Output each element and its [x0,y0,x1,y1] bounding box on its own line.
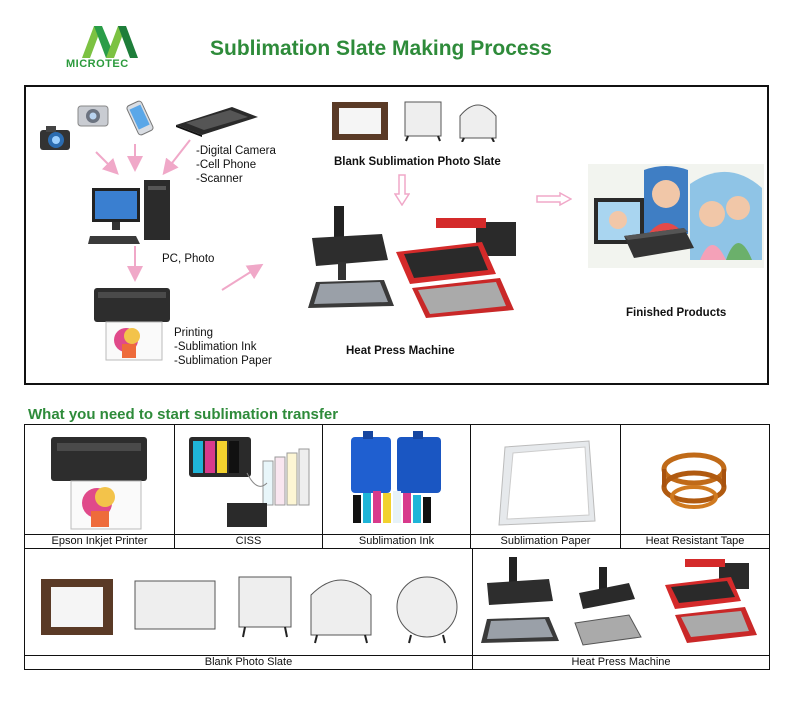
finished-products-image [588,164,764,268]
blank-slate-square-icon [404,101,442,142]
heat-press-swing-icon [396,218,516,318]
process-arrows [95,139,264,291]
device-label-phone: -Cell Phone [196,159,257,171]
printing-label: Printing [174,327,213,339]
needs-section-title: What you need to start sublimation trans… [28,406,339,423]
microtec-logo [82,26,138,58]
blank-slate-frame-icon [332,102,388,140]
caption-press: Heat Press Machine [473,655,769,669]
needs-cell-press: Heat Press Machine [473,549,769,669]
logo-text: MICROTEC [66,58,129,70]
needs-cell-slates: Blank Photo Slate [25,549,473,669]
finished-products-label: Finished Products [626,307,727,319]
cell-phone-icon [126,100,154,136]
sublimation-ink-icon [351,431,441,523]
caption-ink: Sublimation Ink [323,534,470,548]
printer-icon [94,288,170,361]
needs-row-1: Epson Inkjet Printer CISS [24,424,770,549]
blank-photo-slates-image [41,576,458,644]
printing-paper-label: -Sublimation Paper [174,355,272,367]
page-title: Sublimation Slate Making Process [210,37,552,60]
heat-resistant-tape-icon [661,452,727,509]
pc-icon [88,180,170,244]
blank-slate-arch-icon [459,104,497,142]
scanner-icon [176,107,258,137]
caption-paper: Sublimation Paper [471,534,620,548]
needs-cell-ciss: CISS [175,425,323,548]
down-arrow-icon [394,174,410,206]
process-diagram [24,85,769,385]
caption-ciss: CISS [175,534,322,548]
device-label-scanner: -Scanner [196,173,243,185]
compact-camera-icon [77,105,109,127]
blank-slate-label: Blank Sublimation Photo Slate [334,156,501,168]
device-label-camera: -Digital Camera [196,145,276,157]
printing-ink-label: -Sublimation Ink [174,341,257,353]
caption-tape: Heat Resistant Tape [621,534,769,548]
caption-printer: Epson Inkjet Printer [25,534,174,548]
needs-cell-paper: Sublimation Paper [471,425,621,548]
caption-slates: Blank Photo Slate [25,655,472,669]
right-arrow-icon [536,192,572,206]
pc-label: PC, Photo [162,253,215,265]
needs-row-2: Blank Photo Slate Heat Press Machine [24,549,770,670]
needs-cell-tape: Heat Resistant Tape [621,425,769,548]
epson-printer-icon [51,437,147,530]
needs-cell-printer: Epson Inkjet Printer [25,425,175,548]
heat-press-label: Heat Press Machine [346,345,455,357]
digital-camera-icon [40,126,70,150]
needs-cell-ink: Sublimation Ink [323,425,471,548]
heat-press-clamshell-icon [308,206,394,308]
sublimation-paper-icon [498,440,596,526]
ciss-icon [189,437,310,527]
heat-press-machines-image [481,557,757,646]
